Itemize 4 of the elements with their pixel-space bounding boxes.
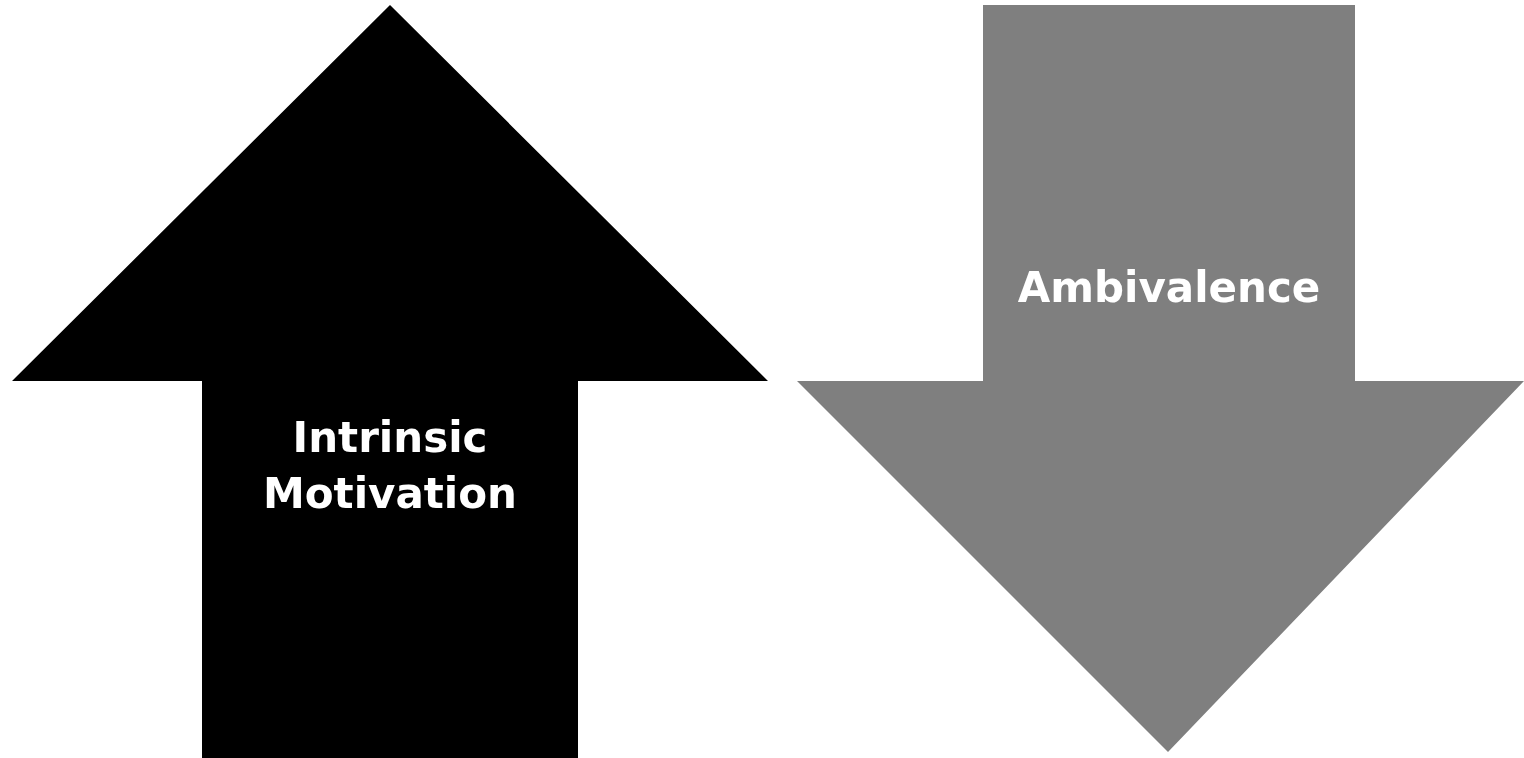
- arrow-label: Ambivalence: [1016, 262, 1322, 314]
- arrow-label: Intrinsic Motivation: [261, 412, 519, 520]
- down-arrow: [797, 5, 1524, 752]
- up-arrow: [12, 5, 768, 758]
